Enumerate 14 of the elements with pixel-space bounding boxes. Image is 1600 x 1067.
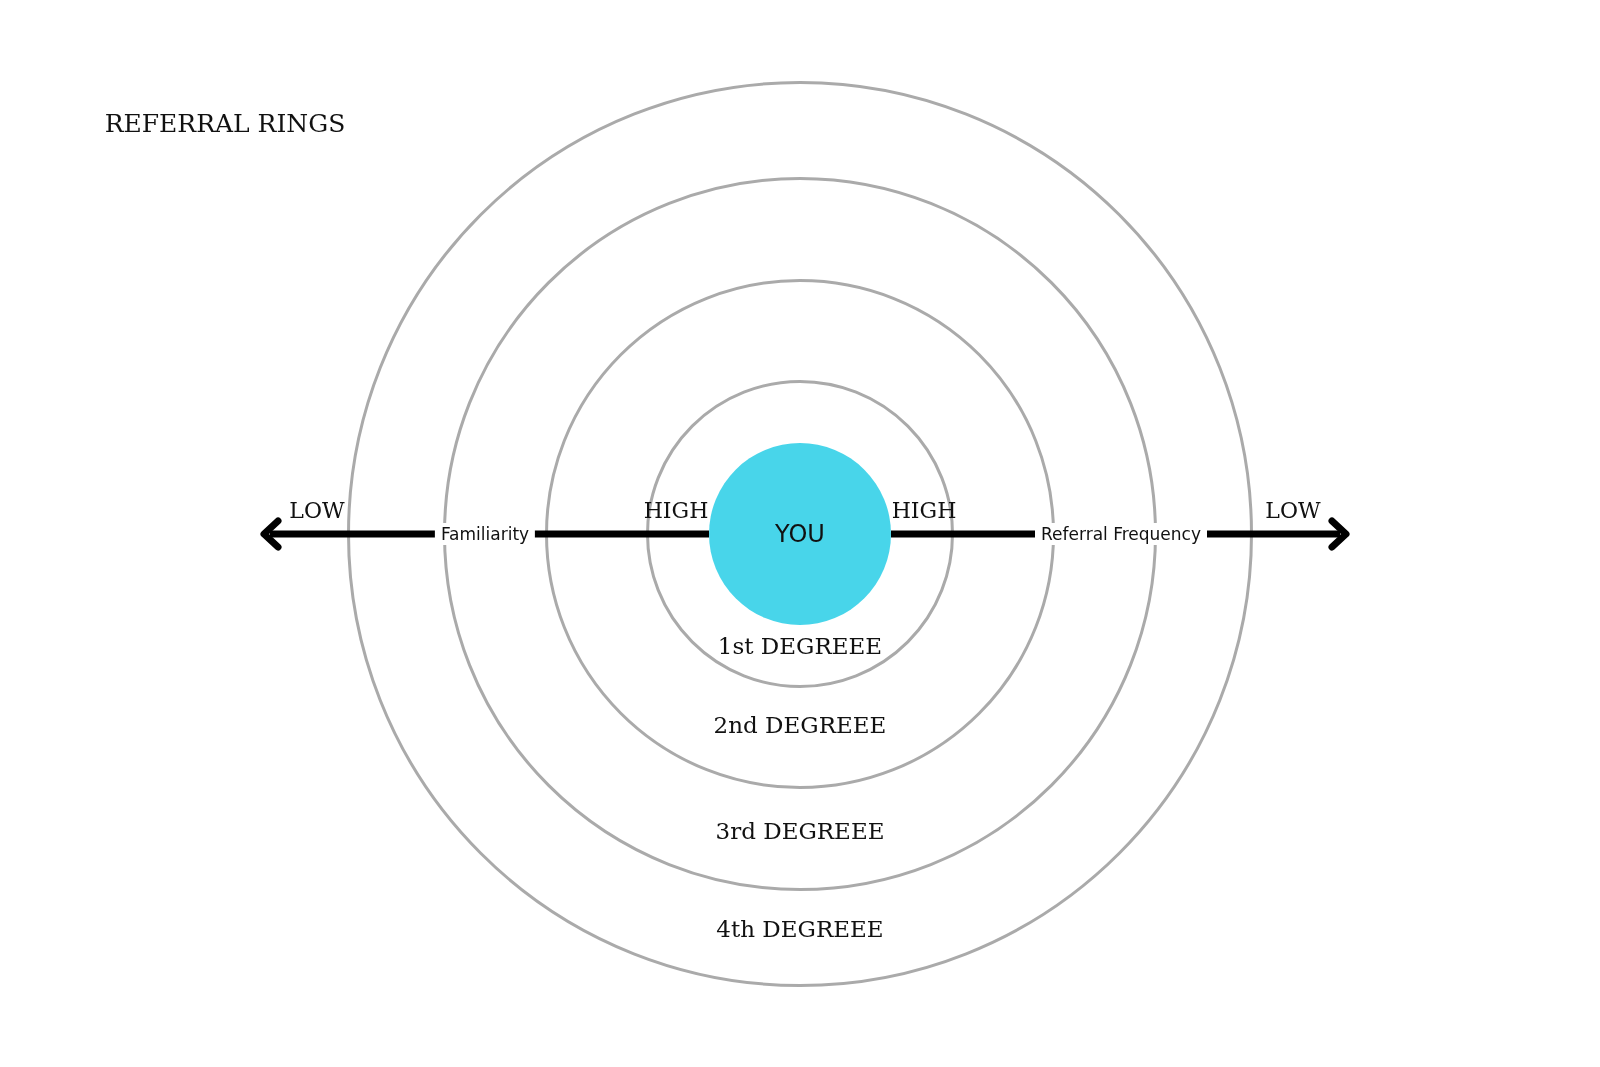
axis-label: Referral Frequency bbox=[1035, 523, 1207, 545]
ring-label: 1st DEGREEE bbox=[717, 633, 883, 659]
scale-label: HIGH bbox=[643, 497, 709, 523]
center-label: YOU bbox=[775, 520, 825, 548]
ring-label: 2nd DEGREEE bbox=[713, 712, 887, 738]
ring-outline bbox=[646, 380, 954, 688]
diagram-title: REFERRAL RINGS bbox=[104, 108, 346, 138]
ring-label: 4th DEGREEE bbox=[716, 916, 884, 942]
scale-label: HIGH bbox=[891, 497, 957, 523]
scale-label: LOW bbox=[289, 497, 345, 523]
ring-outline bbox=[347, 81, 1253, 987]
scale-label: LOW bbox=[1265, 497, 1321, 523]
axis-label: Familiarity bbox=[434, 523, 536, 545]
ring-label: 3rd DEGREEE bbox=[715, 818, 885, 844]
